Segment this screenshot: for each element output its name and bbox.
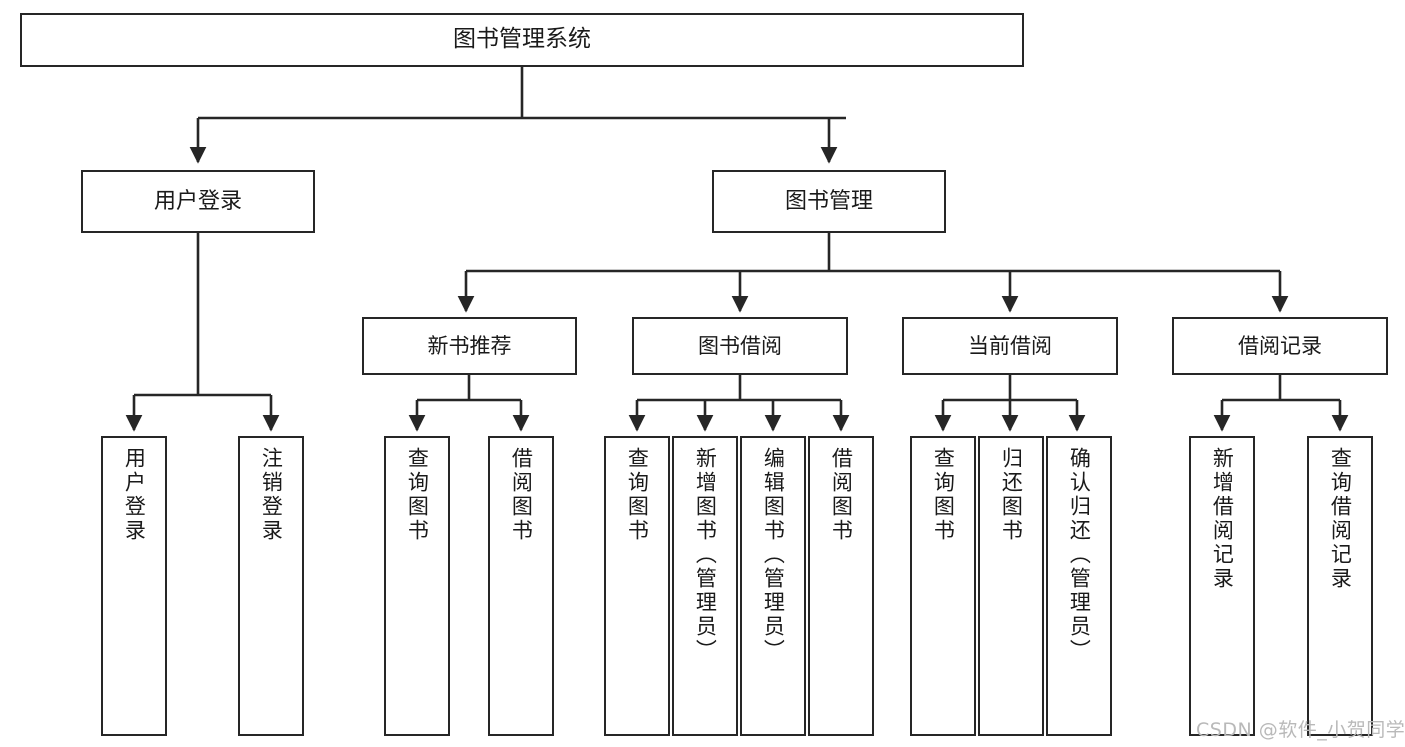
node-label: 图书管理系统 xyxy=(453,26,591,53)
node-current-borrow[interactable]: 当前借阅 xyxy=(902,317,1118,375)
node-label: 借阅图书 xyxy=(509,447,534,543)
node-label: 借阅记录 xyxy=(1238,333,1322,358)
node-label: 新增图书（管理员） xyxy=(693,447,718,663)
node-label: 用户登录 xyxy=(153,188,242,214)
node-label: 新增借阅记录 xyxy=(1210,447,1235,591)
node-borrow-records[interactable]: 借阅记录 xyxy=(1172,317,1388,375)
node-label: 图书借阅 xyxy=(698,333,782,358)
leaf-confirm-return-admin[interactable]: 确认归还（管理员） xyxy=(1046,436,1112,736)
node-label: 注销登录 xyxy=(259,447,284,543)
leaf-return-book[interactable]: 归还图书 xyxy=(978,436,1044,736)
node-label: 当前借阅 xyxy=(968,333,1052,358)
leaf-query-book-recommend[interactable]: 查询图书 xyxy=(384,436,450,736)
node-label: 借阅图书 xyxy=(829,447,854,543)
node-label: 编辑图书（管理员） xyxy=(761,447,786,663)
node-label: 确认归还（管理员） xyxy=(1067,447,1092,663)
node-label: 图书管理 xyxy=(784,188,873,214)
node-book-management[interactable]: 图书管理 xyxy=(712,170,946,233)
leaf-borrow-book[interactable]: 借阅图书 xyxy=(808,436,874,736)
leaf-add-borrow-record[interactable]: 新增借阅记录 xyxy=(1189,436,1255,736)
node-label: 新书推荐 xyxy=(427,333,512,358)
watermark: CSDN @软件_小贺同学 xyxy=(1196,719,1405,741)
leaf-edit-book-admin[interactable]: 编辑图书（管理员） xyxy=(740,436,806,736)
leaf-query-book-current[interactable]: 查询图书 xyxy=(910,436,976,736)
node-label: 用户登录 xyxy=(122,447,147,543)
node-book-borrow[interactable]: 图书借阅 xyxy=(632,317,848,375)
node-label: 查询图书 xyxy=(405,447,430,543)
leaf-borrow-book-recommend[interactable]: 借阅图书 xyxy=(488,436,554,736)
node-user-login[interactable]: 用户登录 xyxy=(81,170,315,233)
node-label: 查询图书 xyxy=(625,447,650,543)
node-label: 归还图书 xyxy=(999,447,1024,543)
node-new-book-recommend[interactable]: 新书推荐 xyxy=(362,317,577,375)
node-label: 查询图书 xyxy=(931,447,956,543)
node-root-system[interactable]: 图书管理系统 xyxy=(20,13,1024,67)
leaf-query-book-borrow[interactable]: 查询图书 xyxy=(604,436,670,736)
leaf-add-book-admin[interactable]: 新增图书（管理员） xyxy=(672,436,738,736)
leaf-query-borrow-record[interactable]: 查询借阅记录 xyxy=(1307,436,1373,736)
leaf-user-login[interactable]: 用户登录 xyxy=(101,436,167,736)
leaf-logout-login[interactable]: 注销登录 xyxy=(238,436,304,736)
node-label: 查询借阅记录 xyxy=(1328,447,1353,591)
